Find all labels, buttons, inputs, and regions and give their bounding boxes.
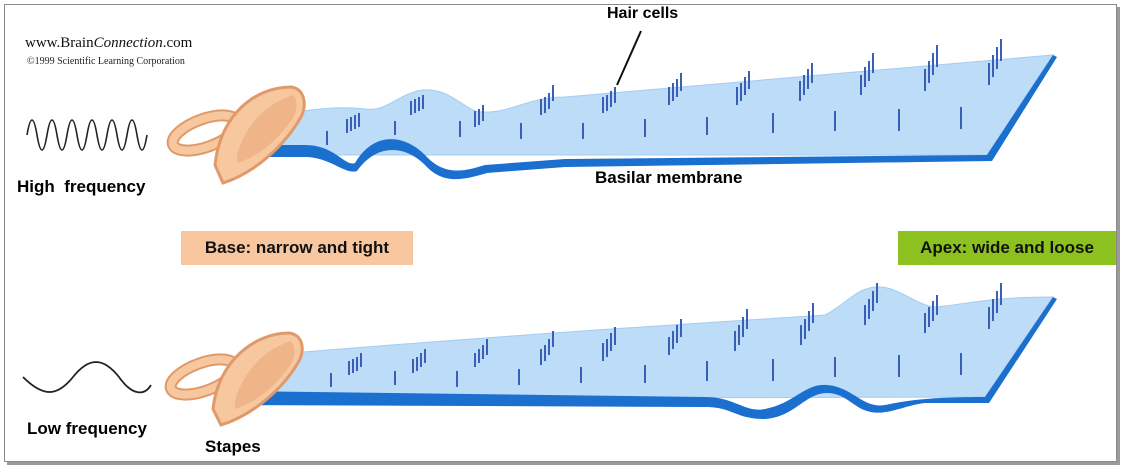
hair-cells-pointer xyxy=(616,30,642,86)
apex-description-box: Apex: wide and loose xyxy=(898,231,1116,265)
stapes-top xyxy=(166,85,306,185)
low-frequency-wave-icon xyxy=(22,361,152,394)
hair-cells-label: Hair cells xyxy=(607,5,679,22)
base-description-box: Base: narrow and tight xyxy=(181,231,413,265)
diagram-frame: www.BrainConnection.com ©1999 Scientific… xyxy=(4,4,1117,462)
copyright-text: ©1999 Scientific Learning Corporation xyxy=(27,56,185,67)
high-frequency-wave-icon xyxy=(26,119,148,151)
high-frequency-membrane xyxy=(236,30,1057,180)
high-frequency-label: High frequency xyxy=(17,177,146,196)
cochlea-diagram xyxy=(22,30,1057,427)
membrane-sheet-bottom xyxy=(236,286,1054,400)
site-credit: www.BrainConnection.com xyxy=(25,35,192,52)
site-suffix: .com xyxy=(162,35,193,51)
basilar-membrane-label: Basilar membrane xyxy=(595,168,743,187)
hair-cells-bottom xyxy=(268,283,1002,387)
low-frequency-membrane xyxy=(236,283,1057,419)
low-frequency-label: Low frequency xyxy=(27,419,147,438)
stapes-bottom xyxy=(164,331,304,427)
membrane-sheet-top xyxy=(236,54,1054,156)
stapes-label: Stapes xyxy=(205,437,261,456)
site-prefix: www.Brain xyxy=(25,35,94,51)
site-italic: Connection xyxy=(93,35,163,51)
